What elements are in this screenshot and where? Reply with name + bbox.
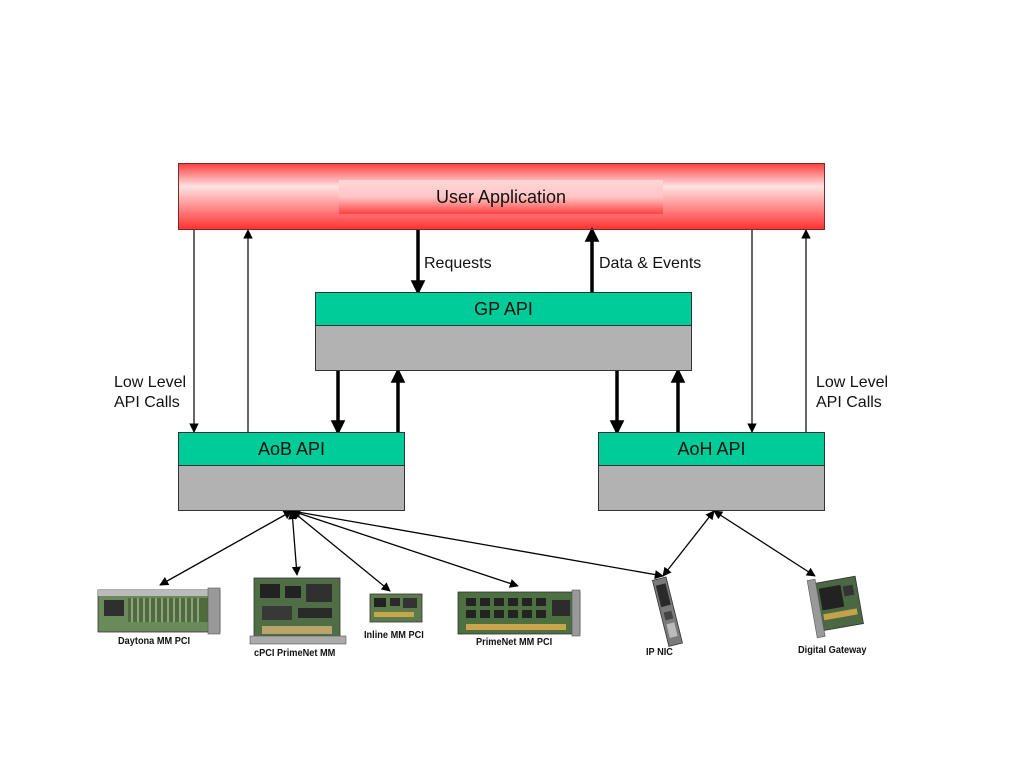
connector-aob-primenet [291, 509, 519, 588]
board-primenet-image [457, 589, 581, 637]
user-application-label: User Application [435, 186, 567, 207]
aoh-api-header: AoH API [599, 433, 824, 466]
gp-api-box: GP API [315, 292, 692, 371]
user-application-inner-bg [339, 180, 663, 214]
low-level-left-label: Low Level API Calls [114, 374, 187, 411]
board-label-ipnic: IP NIC [646, 647, 673, 658]
connector-aoh-ipnic [662, 510, 715, 577]
data-events-label: Data & Events [599, 255, 702, 272]
board-inline-image [369, 593, 423, 623]
board-label-gateway: Digital Gateway [798, 645, 867, 656]
user-application-bar [178, 163, 825, 230]
board-label-primenet: PrimeNet MM PCI [476, 637, 553, 648]
board-label-cpci: cPCI PrimeNet MM [254, 648, 336, 659]
board-label-daytona: Daytona MM PCI [118, 636, 191, 647]
connector-aob-daytona [159, 510, 293, 586]
requests-label: Requests [424, 255, 492, 272]
aob-api-box: AoB API [178, 432, 405, 511]
aob-api-header: AoB API [179, 433, 404, 466]
connector-aob-cpci [288, 510, 301, 576]
board-gateway-image [806, 575, 864, 639]
gp-api-header: GP API [316, 293, 691, 326]
board-label-inline: Inline MM PCI [364, 630, 424, 641]
connector-aoh-gateway [713, 510, 816, 577]
connector-aob-ipnic [291, 507, 664, 580]
board-cpci-image [249, 577, 347, 645]
low-level-right-label: Low Level API Calls [816, 374, 889, 411]
board-daytona-image [97, 587, 221, 635]
board-ipnic-image [651, 576, 683, 647]
aoh-api-box: AoH API [598, 432, 825, 511]
